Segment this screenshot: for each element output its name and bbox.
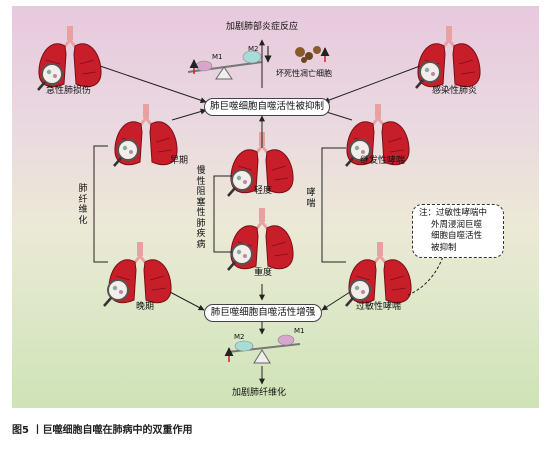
stage-late: 晚期 [136, 302, 155, 312]
figure-caption: 图5 丨巨噬细胞自噬在肺病中的双重作用 [12, 425, 193, 436]
stage-early: 早期 [170, 156, 189, 166]
note-line: 外周浸润巨噬 [431, 219, 483, 230]
stage-mild: 轻度 [254, 186, 273, 196]
stage-acute-lung-injury: 急性肺损伤 [46, 86, 92, 96]
fibrosis-side-label: 肺纤维化 [78, 184, 88, 226]
allergic-asthma-note: 注：过敏性哮喘中 外周浸润巨噬 细胞自噬活性 被抑制 [412, 204, 504, 258]
stage-infectious-pneumonia: 感染性肺炎 [432, 86, 478, 96]
asthma-side-label: 哮喘 [306, 188, 316, 209]
lung-copd-severe-icon [226, 206, 295, 272]
note-line: 细胞自噬活性 [431, 231, 483, 241]
lung-infectious-pneumonia-icon [414, 24, 482, 90]
copd-side-label: 慢性阻塞性肺疾病 [196, 166, 206, 250]
lung-fibrosis-late-icon [102, 240, 173, 308]
m1-label: M1 [212, 53, 223, 61]
stage-secondary-asthma: 继发性哮喘 [360, 156, 406, 166]
top-outcome-label: 加剧肺部炎症反应 [226, 22, 299, 32]
note-line: 被抑制 [431, 242, 457, 253]
m2-label: M2 [234, 333, 245, 341]
inhibited-autophagy-box: 肺巨噬细胞自噬活性被抑制 [204, 98, 330, 116]
bottom-seesaw-icon [224, 334, 301, 364]
lung-fibrosis-early-icon [112, 102, 179, 168]
stage-severe: 重度 [254, 268, 273, 278]
bottom-outcome-label: 加剧肺纤维化 [232, 388, 287, 398]
m1-label: M1 [294, 327, 305, 335]
lung-asthma-allergic-icon [344, 240, 413, 308]
m2-label: M2 [248, 45, 259, 53]
note-line: 注：过敏性哮喘中 [419, 208, 488, 218]
lung-acute-injury-icon [36, 24, 103, 92]
top-seesaw-icon [187, 46, 272, 80]
necrotic-cells-icon [295, 46, 330, 63]
enhanced-autophagy-box: 肺巨噬细胞自噬活性增强 [204, 304, 322, 322]
necrotic-cells-label: 坏死性凋亡细胞 [276, 69, 332, 78]
stage-allergic-asthma: 过敏性哮喘 [356, 302, 402, 312]
